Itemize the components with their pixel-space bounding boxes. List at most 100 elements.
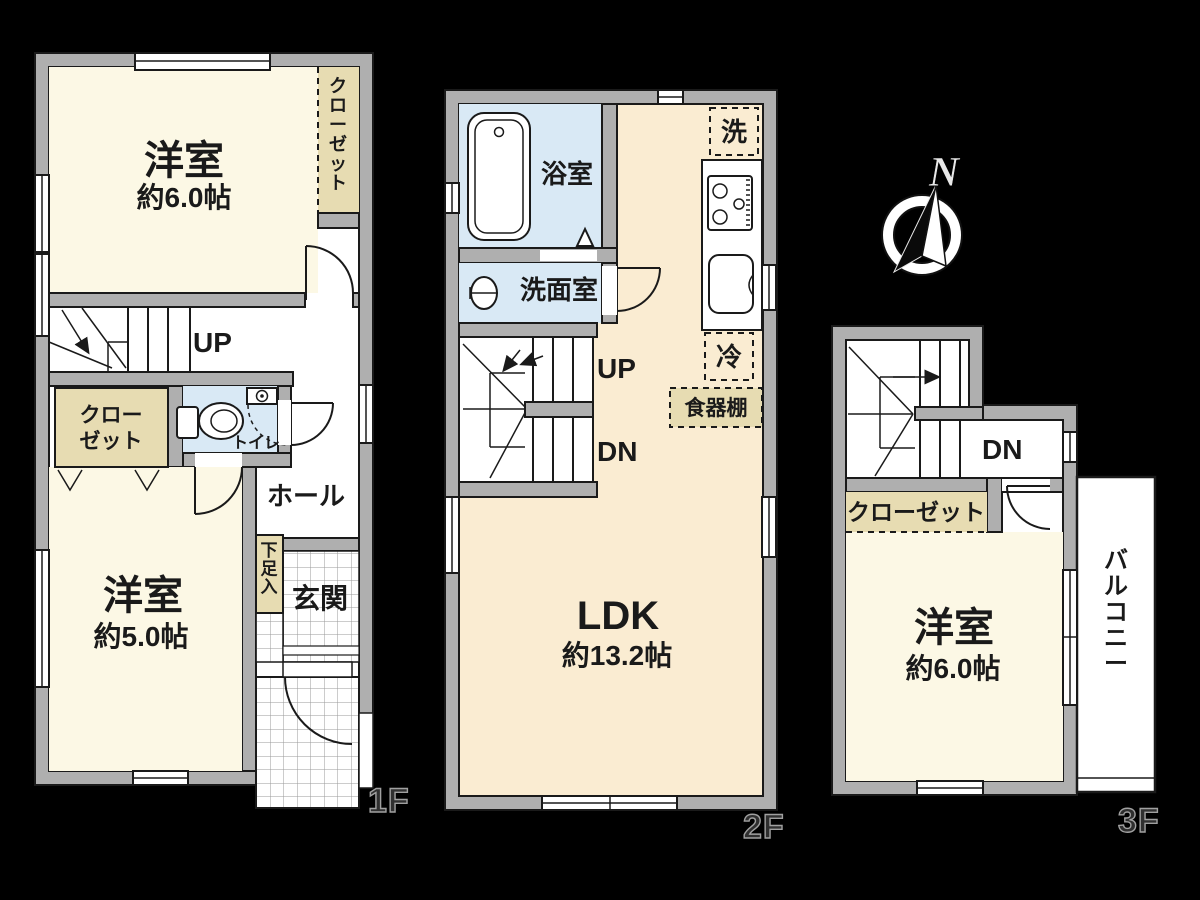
1f-closet-upper-label: クローゼット — [329, 76, 347, 193]
2f-doors — [602, 266, 661, 315]
compass-north-label: N — [928, 150, 961, 196]
1f-bedroom-small-label: 洋室 — [103, 574, 183, 618]
2f-ldk-size: 約13.2帖 — [562, 639, 673, 671]
window — [132, 770, 189, 786]
2f-washer-label: 洗 — [721, 117, 747, 147]
1f-bedroom-large-size: 約6.0帖 — [137, 181, 232, 213]
window — [34, 253, 50, 337]
door-swing — [290, 402, 334, 446]
1f-wall — [241, 466, 257, 772]
1f-folding-door-mark — [134, 469, 160, 492]
1f-shoe-cabinet-label: 下足入 — [261, 541, 278, 597]
window — [444, 496, 460, 574]
2f-stairs-arrow — [502, 349, 521, 373]
1f-entrance-label: 玄関 — [292, 582, 348, 614]
3f-closet-area — [846, 492, 987, 532]
1f-closet-lower-label2: ゼット — [80, 429, 143, 453]
3f-windows — [916, 431, 1078, 796]
door-swing — [616, 267, 661, 312]
floor-1f-plan: 洋室 約6.0帖 クローゼット UP クロー ゼット トイレ ホール 下足入 玄… — [34, 52, 410, 821]
1f-entrance-porch — [255, 676, 360, 809]
3f-stairs — [848, 340, 984, 478]
3f-closet-label: クローゼット — [847, 499, 985, 525]
2f-stairs-arrow — [519, 352, 544, 367]
window — [761, 496, 777, 558]
window — [134, 52, 271, 71]
1f-floor-label: 1F — [368, 782, 410, 820]
2f-bathroom-label: 浴室 — [541, 159, 593, 189]
2f-cupboard-label: 食器棚 — [685, 396, 748, 420]
window — [761, 264, 777, 311]
door-swing — [1006, 485, 1051, 530]
2f-bathtub-icon — [467, 112, 531, 241]
1f-wall — [282, 537, 360, 552]
1f-stairs-up-label: UP — [193, 327, 232, 358]
door-swing — [194, 466, 243, 515]
1f-bedroom-small-size: 約5.0帖 — [94, 620, 189, 652]
window — [444, 182, 460, 214]
1f-porch-step — [358, 712, 374, 789]
2f-washbasin-icon — [469, 276, 498, 310]
floor-3f-plan: DN クローゼット 洋室 約6.0帖 バルコニー 3F — [831, 325, 1160, 841]
window — [34, 549, 50, 688]
1f-windows — [34, 52, 374, 786]
floor-2f-plan: 浴室 洗面室 洗 UP DN 冷 食器棚 LDK 約13.2帖 2F — [444, 89, 785, 847]
3f-bedroom-size: 約6.0帖 — [906, 652, 1001, 684]
2f-stove-icon — [707, 175, 753, 231]
2f-floor-label: 2F — [743, 808, 785, 846]
1f-toilet-icon — [176, 387, 289, 446]
3f-bedroom-floor — [846, 532, 1063, 781]
2f-fridge-space — [704, 332, 754, 381]
door-opening — [278, 400, 291, 445]
window — [34, 174, 50, 253]
1f-entrance-step — [282, 645, 360, 656]
door-opening — [602, 266, 617, 315]
2f-wall — [458, 322, 598, 338]
2f-bath-door-opening — [540, 250, 597, 261]
window — [1062, 431, 1078, 463]
1f-folding-door-mark — [57, 469, 83, 492]
2f-ldk-label: LDK — [577, 594, 659, 638]
1f-closet-lower-label1: クロー — [80, 404, 143, 427]
2f-wall — [458, 481, 598, 498]
window — [358, 384, 374, 444]
1f-wall — [48, 292, 306, 308]
door-opening — [195, 453, 242, 467]
2f-stairs-landing — [524, 401, 594, 418]
3f-balcony — [1075, 475, 1157, 794]
1f-closet-lower-box — [54, 387, 169, 468]
1f-wall — [352, 292, 360, 308]
1f-doors — [194, 245, 354, 745]
door-opening — [306, 293, 352, 307]
compass-needle-light — [921, 184, 947, 268]
1f-bedroom-large-floor — [49, 67, 318, 293]
1f-stairs — [48, 307, 191, 372]
3f-bedroom-label: 洋室 — [914, 606, 994, 650]
2f-fridge-label: 冷 — [716, 342, 742, 372]
compass: N — [881, 150, 963, 276]
window — [916, 780, 984, 796]
window — [657, 89, 684, 105]
2f-kitchen-counter — [701, 159, 763, 331]
2f-stairs — [458, 336, 594, 483]
1f-wall — [48, 371, 294, 387]
3f-wall — [845, 477, 1003, 493]
1f-shoe-cabinet-box — [255, 534, 284, 614]
window — [1062, 569, 1078, 706]
1f-bedroom-large-label: 洋室 — [144, 139, 224, 183]
window — [541, 795, 678, 811]
3f-wall — [986, 477, 1003, 533]
1f-bedroom-small-floor — [49, 467, 242, 771]
2f-stairs-up-label: UP — [597, 353, 636, 384]
3f-floor-label: 3F — [1118, 802, 1160, 840]
2f-sink-icon — [708, 254, 754, 314]
door-swing — [284, 676, 353, 745]
2f-washer-space — [709, 107, 759, 156]
door-opening — [282, 661, 353, 678]
2f-cupboard-space — [669, 387, 763, 428]
2f-windows — [444, 89, 777, 811]
door-swing — [305, 245, 354, 294]
3f-balcony-label: バルコニー — [1104, 547, 1128, 678]
2f-wall — [601, 103, 618, 249]
